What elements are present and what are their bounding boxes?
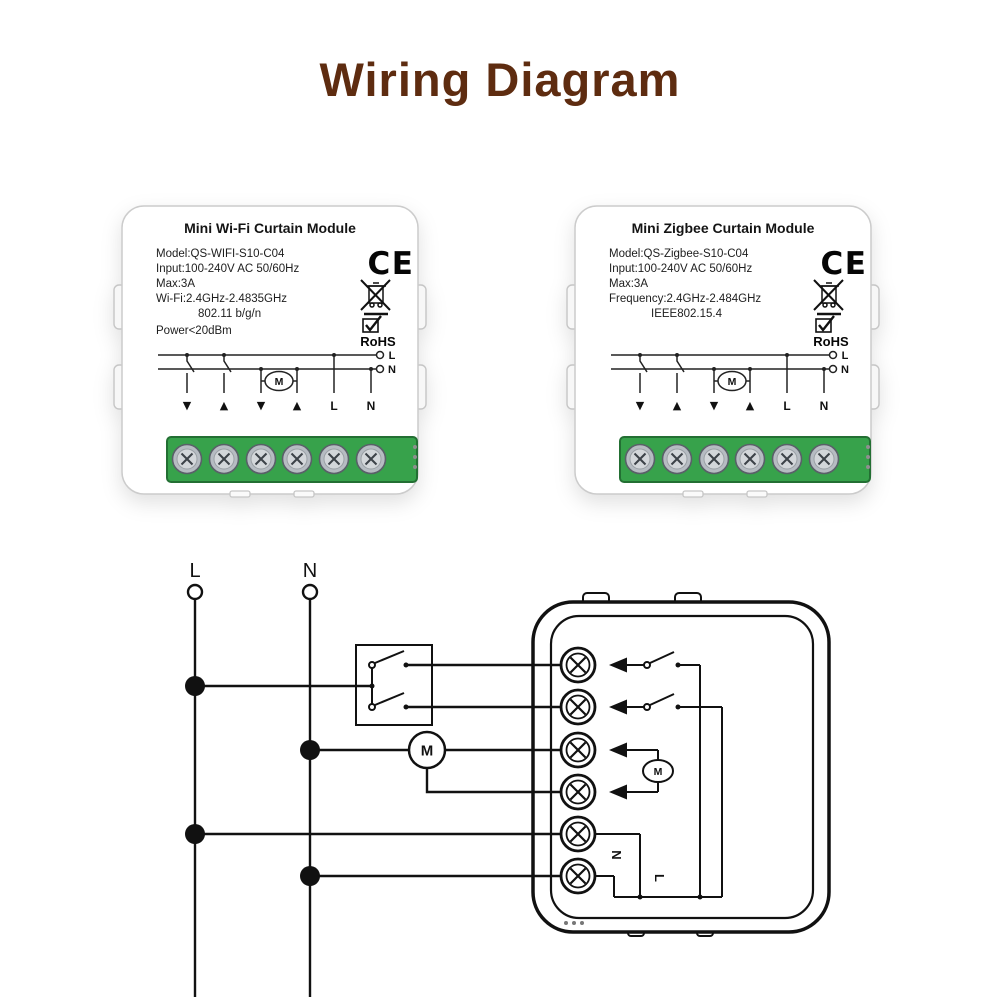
terminal-function-row: ▼ ▲ ▼ ▲ L N [636,399,829,413]
up-arrow-icon: ▲ [746,399,755,412]
supply-lines [186,583,319,997]
neutral-label: N [303,560,317,582]
spec-text-block: Model:QS-WIFI-S10-C04 Input:100-240V AC … [156,248,299,337]
motor-label: M [728,376,737,388]
module-title: Mini Wi-Fi Curtain Module [184,220,356,236]
module-body [574,205,872,495]
spec-text-block: Model:QS-Zigbee-S10-C04 Input:100-240V A… [609,248,761,320]
curtain-module-outline [531,592,831,937]
terminal-l-label: L [783,399,790,413]
weee-crossed-bin-icon [360,279,391,316]
wiring-diagram: L N [185,560,831,997]
motor: M [407,730,447,770]
wifi-module-card: Mini Wi-Fi Curtain Module Model:QS-WIFI-… [113,205,427,498]
module-internal-schematic [595,651,723,900]
down-arrow-icon: ▼ [257,399,266,412]
page-title: Wiring Diagram [319,53,681,106]
rohs-label: RoHS [360,334,396,349]
internal-motor-symbol [642,759,674,783]
zigbee-module-card: Mini Zigbee Curtain Module Model:QS-Zigb… [566,205,880,498]
terminal-n-label: N [367,399,376,413]
wires [195,663,562,878]
junction-dots [185,676,320,886]
rohs-label: RoHS [813,334,849,349]
side-indicator-dots [413,445,417,469]
side-indicator-dots [866,445,870,469]
up-arrow-icon: ▲ [220,399,229,412]
down-arrow-icon: ▼ [636,399,645,412]
terminal-function-row: ▼ ▲ ▼ ▲ L N [183,399,376,413]
ce-mark: CE [368,246,415,282]
label-schematic [611,350,838,393]
live-rail-label: L [842,350,849,362]
terminal-block [619,436,871,483]
module-body [121,205,419,495]
neutral-rail-label: N [841,364,849,376]
down-arrow-icon: ▼ [710,399,719,412]
neutral-rail-label: N [388,364,396,376]
internal-live-label: L [652,874,667,882]
bottom-notches [229,490,315,498]
rohs-check-icon [815,315,835,333]
internal-neutral-label: N [609,850,624,859]
module-terminals [559,646,597,895]
live-label: L [189,560,200,582]
spec-line: Model:QS-WIFI-S10-C04 [156,248,285,260]
spec-line: Model:QS-Zigbee-S10-C04 [609,248,749,260]
screw-terminal [171,443,387,475]
motor-symbol [717,370,747,392]
spec-line: Input:100-240V AC 50/60Hz [609,263,752,275]
spec-line: Max:3A [609,278,648,290]
down-arrow-icon: ▼ [183,399,192,412]
junction-dots [185,353,373,371]
spec-line: Power<20dBm [156,325,232,337]
label-schematic [158,350,385,393]
weee-crossed-bin-icon [813,279,844,316]
spec-line: Input:100-240V AC 50/60Hz [156,263,299,275]
wall-switch [368,650,409,711]
terminal-n-label: N [820,399,829,413]
module-title: Mini Zigbee Curtain Module [632,220,815,236]
screw-terminal [624,443,840,475]
internal-motor-label: M [654,766,663,778]
spec-line: Max:3A [156,278,195,290]
terminal-arrow-icons [609,657,627,800]
bottom-notches [682,490,768,498]
up-arrow-icon: ▲ [293,399,302,412]
module-indicator-dots [564,921,584,925]
junction-dots [638,353,826,371]
terminal-l-label: L [330,399,337,413]
ce-mark: CE [821,246,868,282]
motor-label: M [275,376,284,388]
live-rail-label: L [389,350,396,362]
spec-line: 802.11 b/g/n [198,308,261,320]
motor-label: M [421,743,434,760]
motor-symbol [264,370,294,392]
up-arrow-icon: ▲ [673,399,682,412]
rohs-check-icon [362,315,382,333]
spec-line: IEEE802.15.4 [651,308,723,320]
terminal-block [166,436,418,483]
spec-line: Frequency:2.4GHz-2.484GHz [609,293,761,305]
spec-line: Wi-Fi:2.4GHz-2.4835GHz [156,293,287,305]
